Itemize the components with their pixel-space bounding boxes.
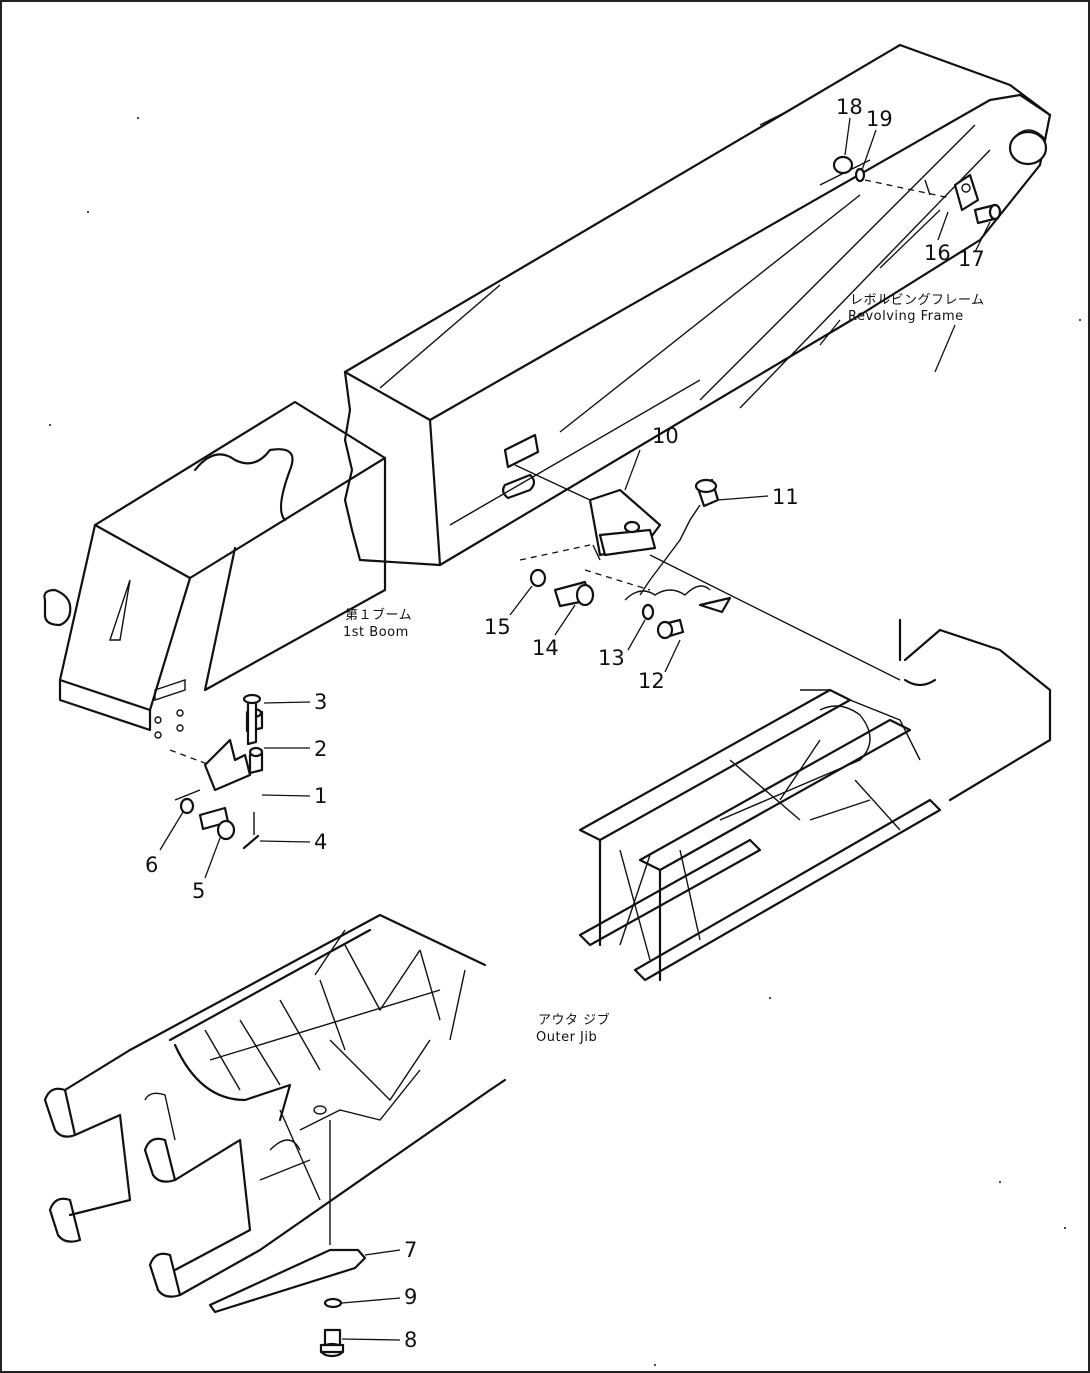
callout-17: 17 — [958, 247, 985, 271]
bolt-8 — [319, 1328, 345, 1358]
callout-19: 19 — [866, 107, 893, 131]
boom-side-holes — [501, 433, 540, 500]
label-outer-jib-jp: アウタ ジブ — [538, 1012, 610, 1028]
callout-3: 3 — [314, 690, 327, 714]
scan-specks — [49, 117, 1081, 1366]
label-outer-jib-en: Outer Jib — [536, 1030, 597, 1045]
washer-13 — [641, 603, 655, 621]
callout-2: 2 — [314, 737, 327, 761]
label-revolving-frame-jp: レボルビングフレーム — [850, 293, 985, 308]
pin-3 — [242, 693, 262, 746]
boom-main-body — [343, 43, 1052, 567]
washer-19 — [854, 167, 866, 183]
callout-4: 4 — [314, 830, 327, 854]
callout-1: 1 — [314, 784, 327, 808]
pin-11 — [639, 478, 720, 596]
leader-lines — [159, 117, 991, 1341]
label-revolving-frame-en: Revolving Frame — [848, 309, 964, 324]
callout-12: 12 — [638, 669, 665, 693]
nut-18 — [832, 155, 854, 175]
callout-6: 6 — [145, 853, 158, 877]
outer-jib-right — [578, 618, 1052, 982]
bolt-12 — [656, 618, 685, 640]
callout-14: 14 — [532, 636, 559, 660]
pad-7 — [208, 1248, 367, 1314]
first-boom-body — [43, 400, 387, 739]
callout-15: 15 — [484, 615, 511, 639]
washer-9 — [323, 1297, 343, 1309]
washer-6 — [179, 797, 195, 815]
outer-jib-left — [43, 913, 507, 1298]
callout-5: 5 — [192, 879, 205, 903]
callout-10: 10 — [652, 424, 679, 448]
label-first-boom-en: 1st Boom — [343, 625, 409, 640]
chain — [624, 585, 732, 614]
bracket-16 — [953, 173, 980, 212]
cotter-4 — [242, 812, 260, 850]
bolt-5 — [198, 806, 236, 841]
callout-8: 8 — [404, 1328, 417, 1352]
label-first-boom-jp: 第１ブーム — [345, 607, 412, 623]
callout-7: 7 — [404, 1238, 417, 1262]
callout-11: 11 — [772, 485, 799, 509]
bracket-10 — [588, 488, 662, 561]
bracket-1 — [203, 738, 264, 792]
bolt-17 — [973, 203, 1002, 225]
callout-16: 16 — [924, 241, 951, 265]
callout-13: 13 — [598, 646, 625, 670]
washer-15 — [529, 568, 547, 588]
bolt-14 — [553, 580, 595, 608]
callout-18: 18 — [836, 95, 863, 119]
callout-9: 9 — [404, 1285, 417, 1309]
